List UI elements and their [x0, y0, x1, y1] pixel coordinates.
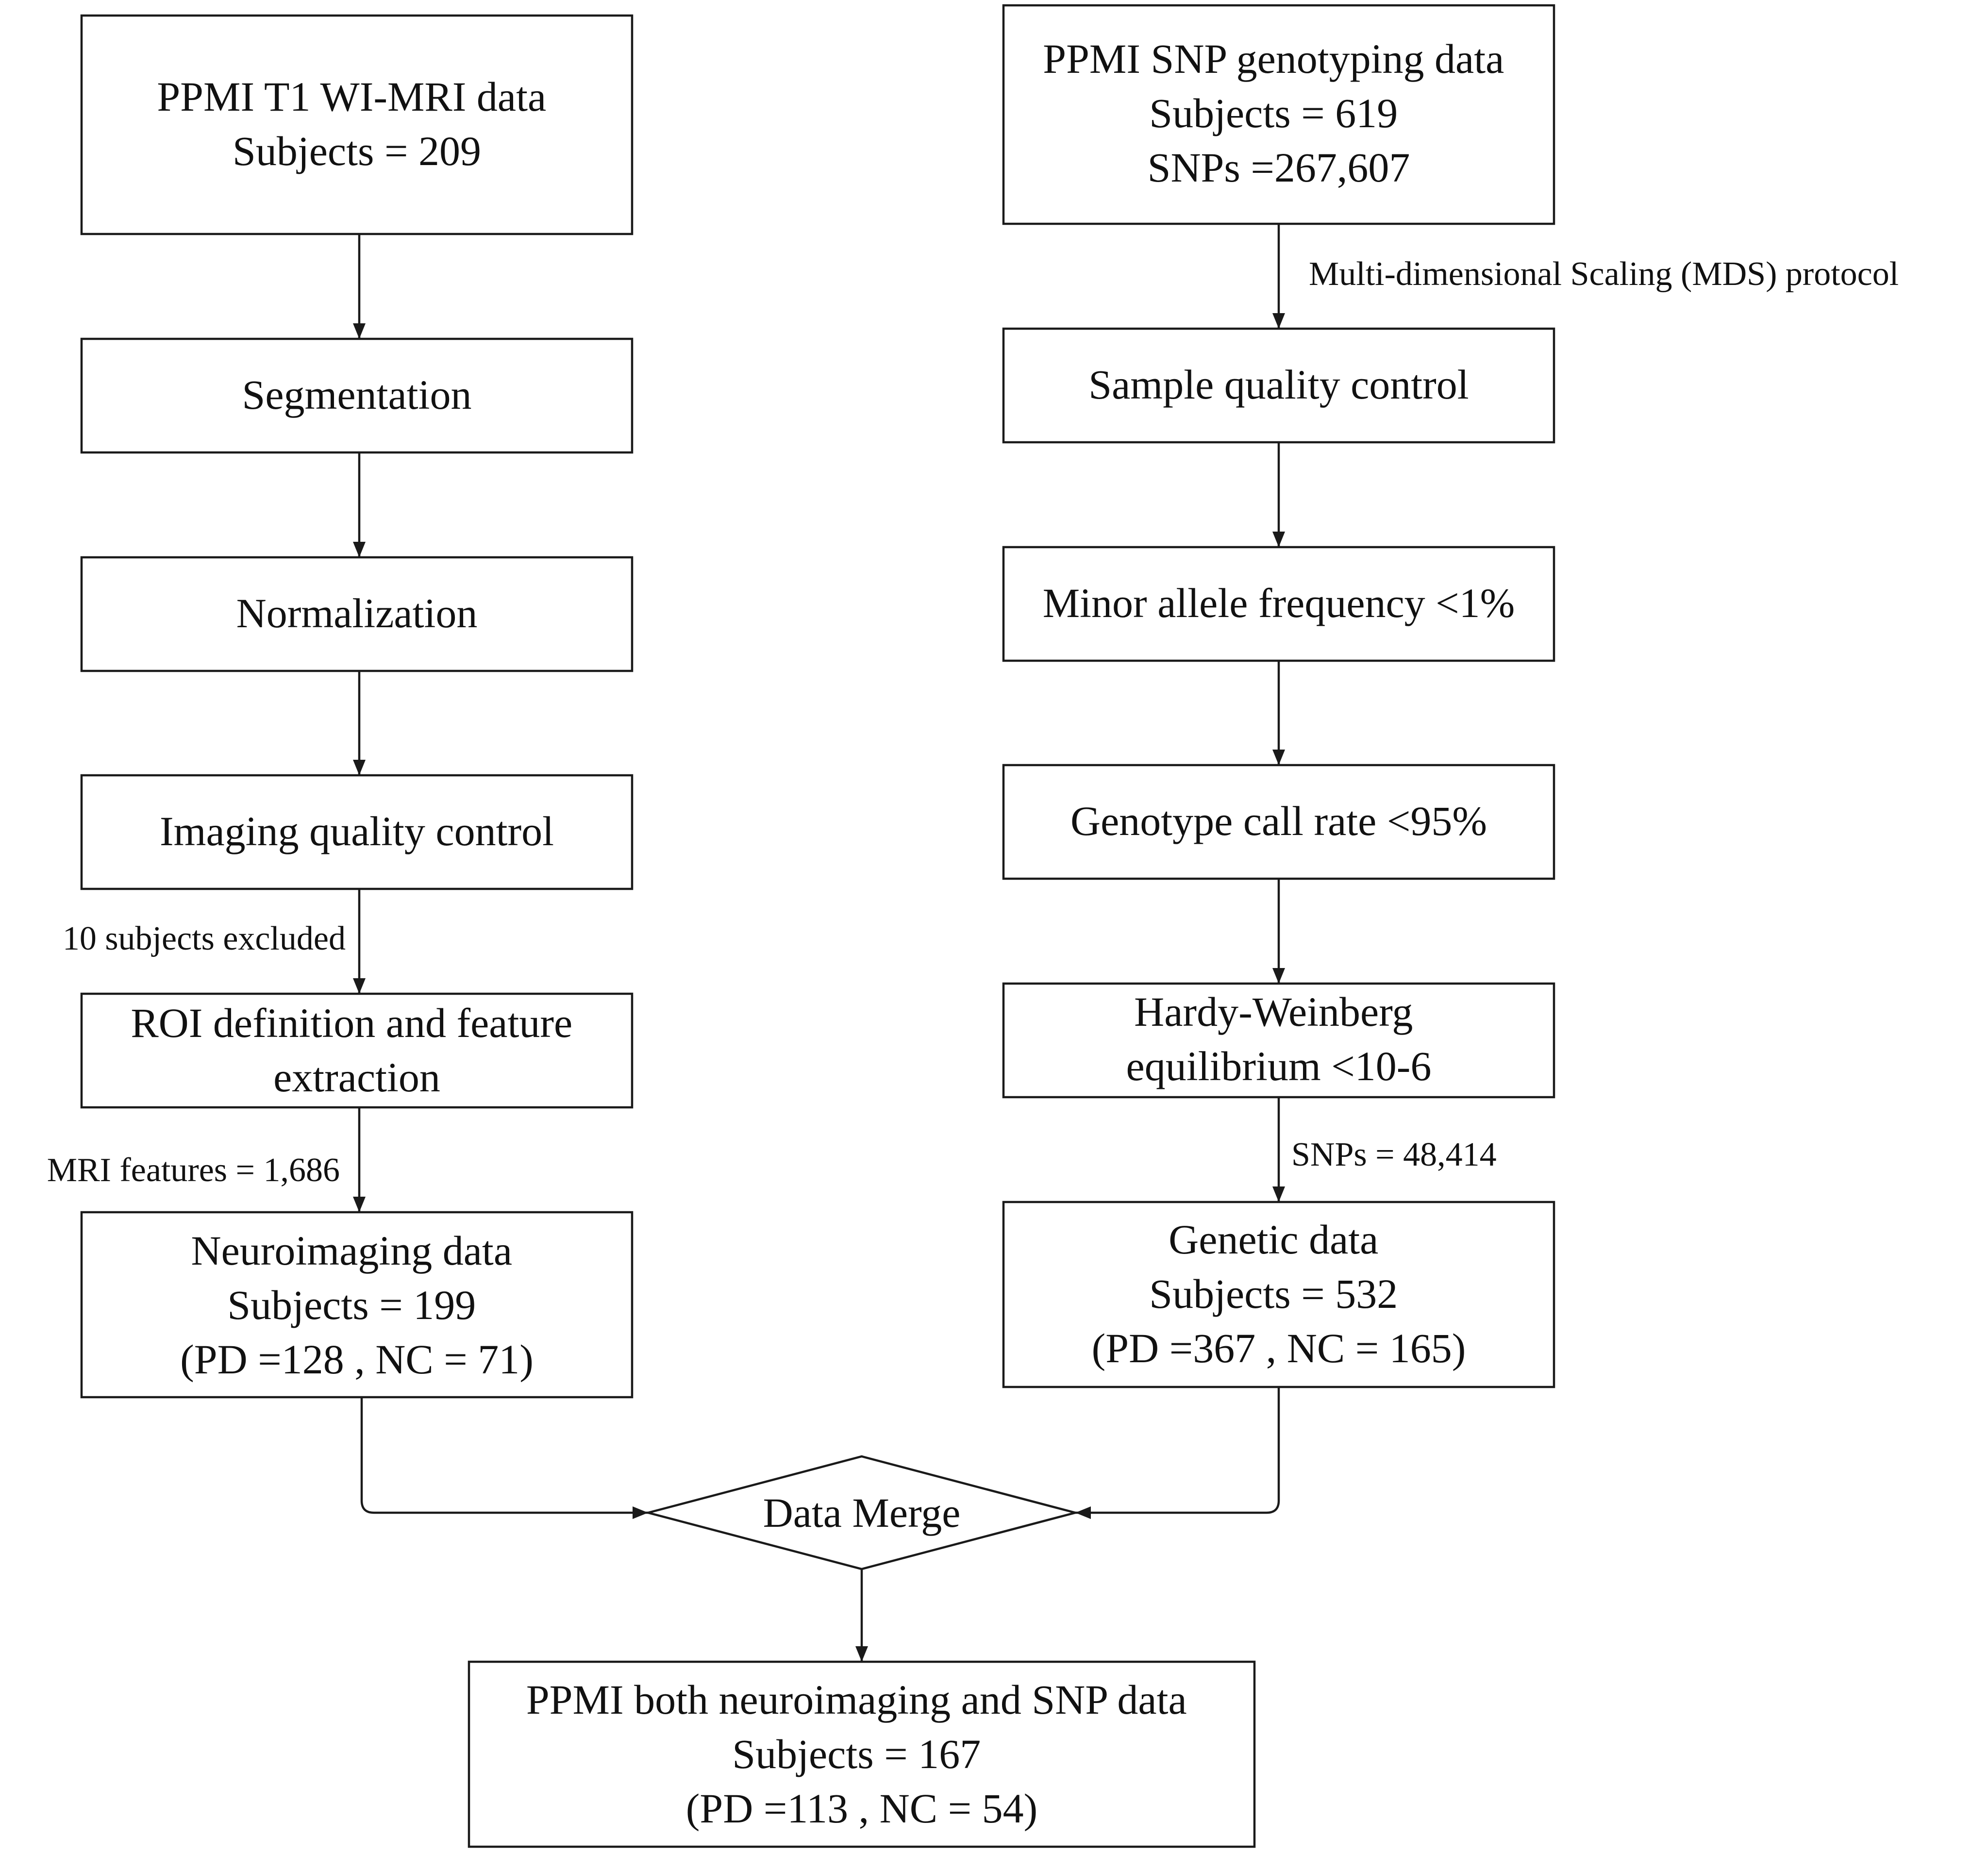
arrowhead [353, 323, 366, 339]
svg-text:Normalization: Normalization [236, 590, 478, 636]
svg-text:Data Merge: Data Merge [763, 1489, 961, 1536]
node-mri-data: PPMI T1 WI-MRI data Subjects = 209 [80, 14, 634, 235]
edge-genetic-to-merge [1075, 1387, 1280, 1514]
edge-label-mri-features: MRI features = 1,686 [47, 1152, 340, 1189]
svg-text:PPMI SNP genotyping data: PPMI SNP genotyping data Subjects = 619 … [1043, 35, 1515, 191]
edge-label-mds: Multi-dimensional Scaling (MDS) protocol [1309, 255, 1899, 293]
svg-text:Segmentation: Segmentation [242, 371, 472, 418]
svg-text:Sample quality control: Sample quality control [1088, 361, 1469, 408]
node-minor-allele-frequency: Minor allele frequency <1% [1002, 546, 1555, 662]
node-sample-qc: Sample quality control [1002, 327, 1555, 444]
arrowhead [855, 1646, 868, 1662]
node-imaging-qc: Imaging quality control [80, 774, 634, 890]
arrowhead [1272, 968, 1285, 984]
svg-text:Imaging quality control: Imaging quality control [160, 808, 554, 854]
node-snp-data: PPMI SNP genotyping data Subjects = 619 … [1002, 4, 1555, 225]
svg-text:Hardy-Weinberg equilibri: Hardy-Weinberg equilibrium <10-6 [1126, 988, 1432, 1089]
node-normalization: Normalization [80, 556, 634, 672]
edge-neuroimaging-to-merge [360, 1397, 648, 1514]
arrowhead [1272, 750, 1285, 765]
svg-text:Neuroimaging data Subjec: Neuroimaging data Subjects = 199 (PD =12… [180, 1227, 534, 1383]
node-genetic-data: Genetic data Subjects = 532 (PD =367 , N… [1002, 1201, 1555, 1388]
node-neuroimaging-data: Neuroimaging data Subjects = 199 (PD =12… [80, 1211, 634, 1399]
edge-label-excluded: 10 subjects excluded [63, 920, 346, 957]
arrowhead [1272, 1186, 1285, 1202]
svg-text:Genotype call rate <95%: Genotype call rate <95% [1070, 798, 1487, 844]
svg-text:Minor allele frequency <1%: Minor allele frequency <1% [1043, 580, 1515, 626]
svg-text:PPMI T1 WI-MRI data Sub: PPMI T1 WI-MRI data Subjects = 209 [157, 73, 556, 174]
svg-text:ROI definition and feature: ROI definition and feature extraction [131, 1000, 583, 1101]
arrowhead [353, 1197, 366, 1212]
node-genotype-call-rate: Genotype call rate <95% [1002, 764, 1555, 880]
arrowhead [1075, 1506, 1091, 1519]
arrowhead [353, 978, 366, 994]
arrowhead [1272, 532, 1285, 547]
node-hardy-weinberg: Hardy-Weinberg equilibrium <10-6 [1002, 982, 1555, 1099]
arrowhead [1272, 313, 1285, 329]
node-final-data: PPMI both neuroimaging and SNP data Subj… [468, 1660, 1256, 1848]
arrowhead [353, 760, 366, 775]
arrowhead [353, 542, 366, 557]
node-roi-definition: ROI definition and feature extraction [80, 992, 634, 1109]
arrowhead [633, 1506, 648, 1519]
svg-text:PPMI both neuroimaging and SNP: PPMI both neuroimaging and SNP data Subj… [526, 1676, 1197, 1832]
node-data-merge: Data Merge [644, 1455, 1080, 1570]
edge-label-snps-after: SNPs = 48,414 [1291, 1136, 1497, 1173]
svg-text:Genetic data Subjects =: Genetic data Subjects = 532 (PD =367 , N… [1092, 1216, 1466, 1371]
node-segmentation: Segmentation [80, 337, 634, 454]
